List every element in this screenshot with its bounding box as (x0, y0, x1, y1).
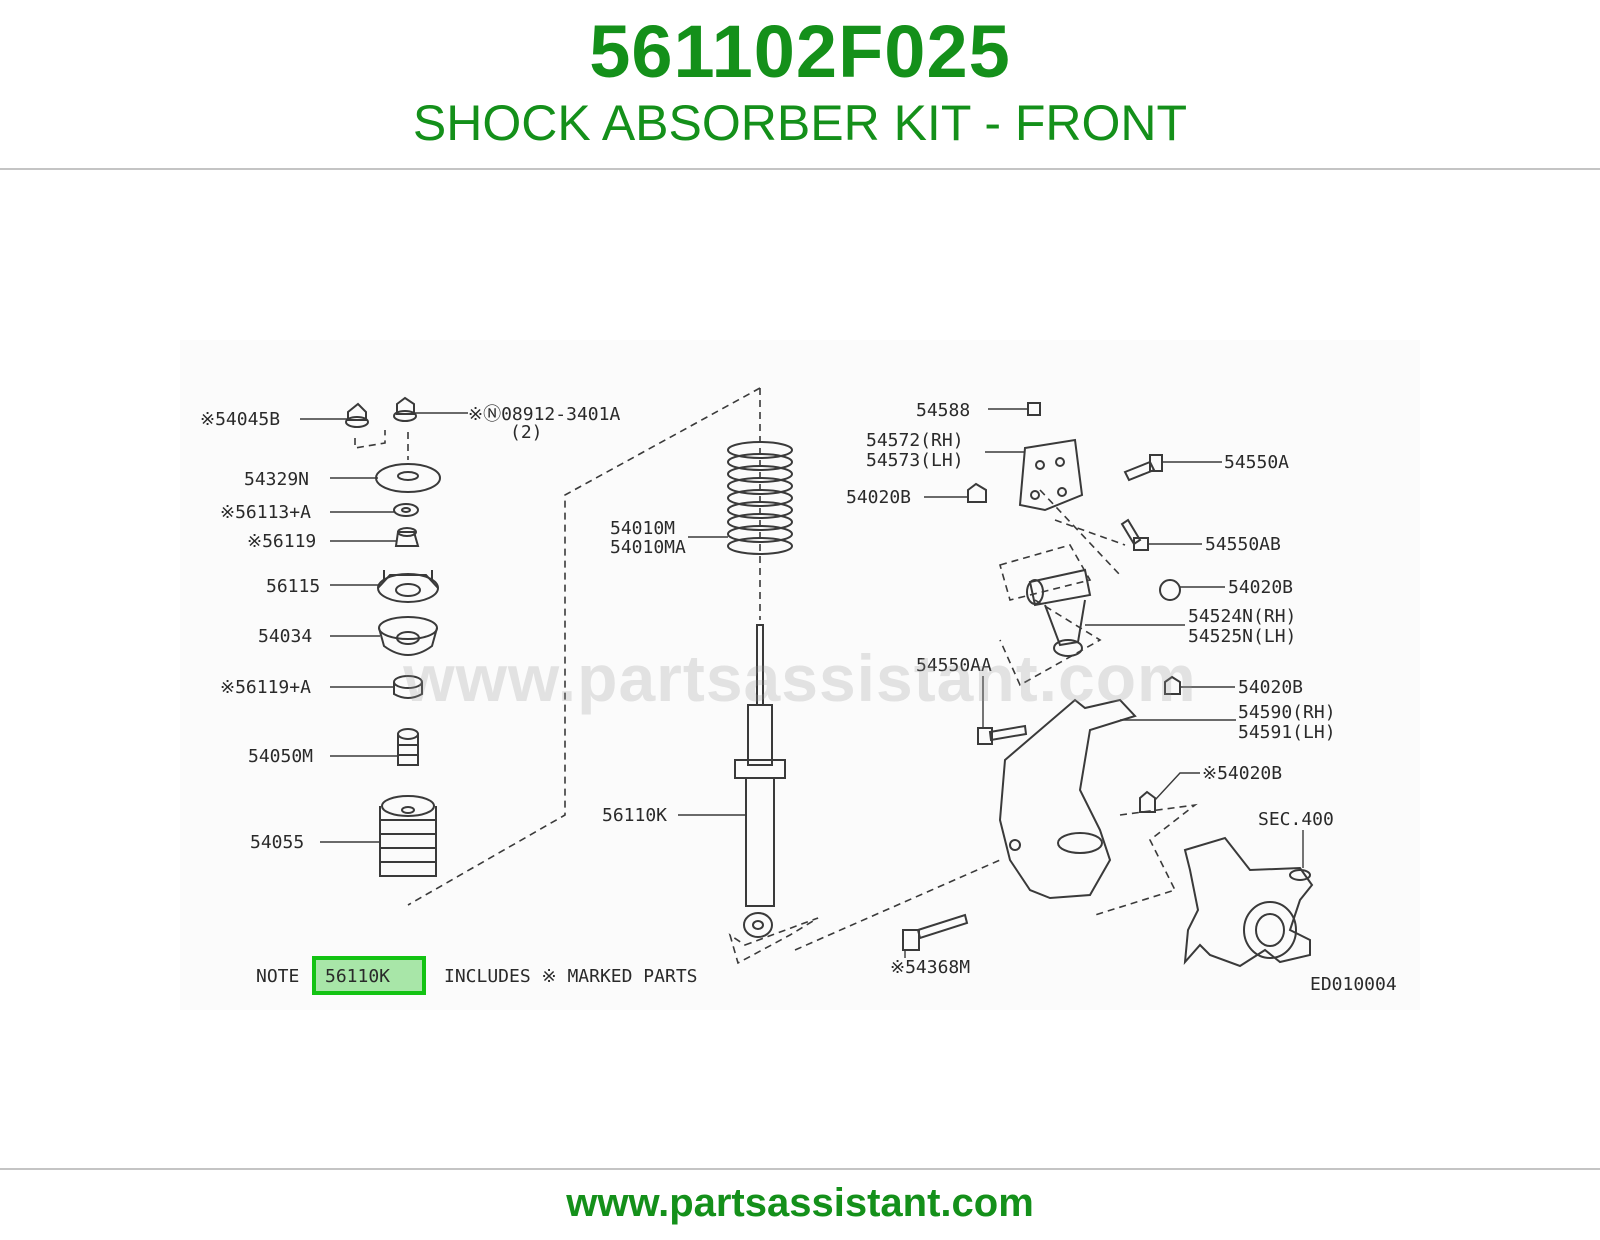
callout-54020b-2: 54020B (1228, 577, 1293, 598)
boot-54055-part (379, 795, 437, 877)
bolt-54550aa-part (977, 724, 1028, 745)
diagram-panel (180, 340, 1420, 1010)
nut-08912-part (393, 396, 417, 422)
callout-sec400: SEC.400 (1258, 809, 1334, 830)
callout-08912-qty: (2) (510, 422, 543, 443)
bumper-54050m-part (397, 728, 419, 766)
footer-url-link[interactable]: www.partsassistant.com (566, 1181, 1034, 1225)
callout-54591-lh: 54591(LH) (1238, 722, 1336, 743)
watermark: www.partsassistant.com (403, 641, 1197, 715)
bushing-56119-part (394, 527, 420, 547)
callout-56110k: 56110K (602, 805, 667, 826)
nut-54020b-2-part (1159, 579, 1181, 601)
leader-54020b-4 (1154, 772, 1200, 801)
note-highlight-box (312, 956, 426, 995)
header-divider (0, 168, 1600, 170)
nut-54020b-1-part (967, 482, 987, 503)
callout-54045b: ※54045B (200, 409, 280, 430)
insulator-56115-part (377, 570, 439, 603)
lower-dash-link (728, 917, 819, 965)
callout-54573-lh: 54573(LH) (866, 450, 964, 471)
callout-54055: 54055 (250, 832, 304, 853)
callout-54588: 54588 (916, 400, 970, 421)
mount-dash-link (1039, 489, 1126, 576)
note-suffix: INCLUDES ※ MARKED PARTS (444, 966, 698, 987)
callout-54572-rh: 54572(RH) (866, 430, 964, 451)
top-left-dash (354, 430, 409, 460)
link-54524n-part (1026, 568, 1092, 657)
callout-54020b-3: 54020B (1238, 677, 1303, 698)
washer-56113a-part (393, 503, 419, 517)
knuckle-dash-link (794, 803, 1198, 951)
note-prefix: NOTE (256, 966, 299, 987)
callout-54368m: ※54368M (890, 957, 970, 978)
callout-54525n-lh: 54525N(LH) (1188, 626, 1296, 647)
lower-arm-54590-part (998, 698, 1137, 900)
assembly-dash-outline (407, 387, 761, 906)
nut-54020b-3-part (1164, 675, 1181, 695)
nut-54045b-part (345, 402, 369, 428)
note-highlighted-part: 56110K (325, 966, 390, 987)
bracket-54572-part (1018, 402, 1084, 512)
bushing-56119a-part (393, 675, 423, 699)
callout-54020b-1: 54020B (846, 487, 911, 508)
callout-54550ab: 54550AB (1205, 534, 1281, 555)
footer-divider (0, 1168, 1600, 1170)
bolt-54368m-part (902, 913, 969, 951)
callout-54550a: 54550A (1224, 452, 1289, 473)
callout-54020b-4: ※54020B (1202, 763, 1282, 784)
part-number-title: 561102F025 (589, 10, 1011, 93)
callout-56119: ※56119 (247, 531, 316, 552)
callout-56119a: ※56119+A (220, 677, 311, 698)
bolt-54550a-part (1123, 454, 1163, 482)
nut-54020b-4-part (1139, 790, 1156, 813)
seat-54034-part (378, 616, 438, 656)
part-description: SHOCK ABSORBER KIT - FRONT (412, 95, 1188, 151)
callout-54329n: 54329N (244, 469, 309, 490)
callout-54524n-rh: 54524N(RH) (1188, 606, 1296, 627)
callout-54050m: 54050M (248, 746, 313, 767)
callout-54034: 54034 (258, 626, 312, 647)
callout-54010ma: 54010MA (610, 537, 686, 558)
callout-54590-rh: 54590(RH) (1238, 702, 1336, 723)
shock-absorber-56110k-part (734, 624, 786, 938)
page-header: 561102F025 SHOCK ABSORBER KIT - FRONT (0, 0, 1600, 168)
callout-56113a: ※56113+A (220, 502, 311, 523)
callout-56115: 56115 (266, 576, 320, 597)
callout-54550aa: 54550AA (916, 655, 992, 676)
callout-54010m: 54010M (610, 518, 675, 539)
coil-spring-54010m-part (727, 441, 793, 555)
callout-08912-3401a: ※Ⓝ08912-3401A (468, 404, 620, 425)
mount-54329n-part (375, 463, 441, 493)
diagram-code: ED010004 (1310, 974, 1397, 995)
bolt-54550ab-part (1120, 518, 1149, 551)
link-dash-outline (999, 544, 1102, 687)
knuckle-sec400-part (1183, 836, 1314, 968)
